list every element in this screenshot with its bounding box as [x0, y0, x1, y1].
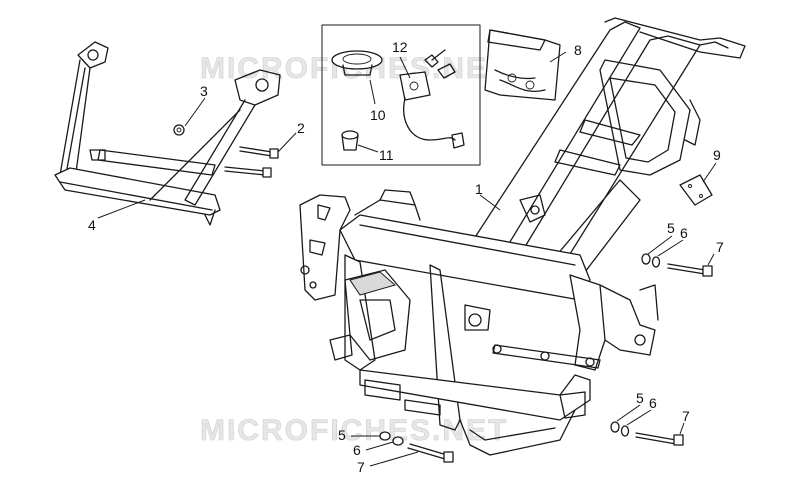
- callout-5-middle: 5: [667, 220, 675, 236]
- ecu-part-8: [484, 29, 561, 101]
- callout-9: 9: [713, 147, 721, 163]
- callout-4: 4: [88, 217, 96, 233]
- main-frame: [299, 17, 746, 456]
- bolt-2-upper: [239, 146, 279, 159]
- callout-3: 3: [200, 83, 208, 99]
- callout-6-bottom: 6: [353, 442, 361, 458]
- callout-5-lower: 5: [636, 390, 644, 406]
- callout-8: 8: [574, 42, 582, 58]
- callout-11: 11: [379, 147, 394, 163]
- callout-1: 1: [475, 181, 483, 197]
- callout-labels: 1 2 3 4 8 9 10 11 12 5 6 7 5 6 7 5 6 7: [88, 39, 724, 475]
- callout-6-middle: 6: [680, 225, 688, 241]
- leader-lines: [97, 51, 717, 467]
- fastener-set-lower-right: [610, 421, 684, 446]
- bolt-3: [173, 124, 185, 136]
- front-bracket: [54, 41, 281, 226]
- plate-part-9: [679, 174, 713, 206]
- callout-6-lower: 6: [649, 395, 657, 411]
- callout-7-lower: 7: [682, 408, 690, 424]
- fastener-set-bottom: [379, 431, 454, 463]
- callout-5-bottom: 5: [338, 427, 346, 443]
- callout-10: 10: [370, 107, 386, 123]
- callout-7-bottom: 7: [357, 459, 365, 475]
- bolt-2-lower: [224, 166, 272, 178]
- callout-12: 12: [392, 39, 408, 55]
- callout-2: 2: [297, 120, 305, 136]
- fastener-set-middle: [641, 253, 713, 277]
- ignition-inset: [321, 24, 481, 166]
- callout-7-middle: 7: [716, 239, 724, 255]
